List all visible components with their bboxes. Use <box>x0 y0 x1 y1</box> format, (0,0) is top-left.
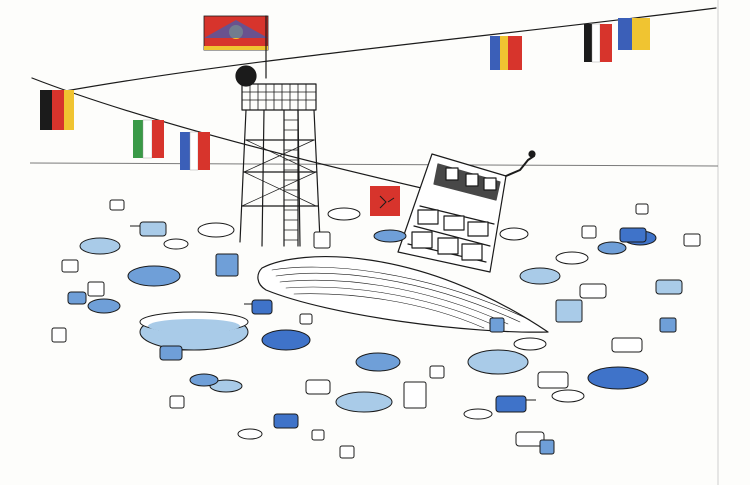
bowl-icon <box>197 222 235 238</box>
bowl-icon <box>551 389 585 403</box>
pot-icon <box>579 283 607 299</box>
bowl-icon <box>513 337 547 351</box>
bowl-icon <box>597 241 627 255</box>
pot-icon <box>611 337 643 353</box>
cup-icon <box>683 233 701 247</box>
pot-icon <box>515 431 545 447</box>
cup-icon <box>313 231 331 249</box>
cup-icon <box>215 253 239 277</box>
string-flag-icon <box>370 186 400 216</box>
bowl-icon <box>355 352 401 372</box>
cup-icon <box>51 327 67 343</box>
cup-icon <box>403 381 427 409</box>
bowl-icon <box>555 251 589 265</box>
cup-icon <box>489 317 505 333</box>
pot-icon <box>655 279 683 295</box>
string-flag-icon <box>618 18 650 50</box>
bowl-icon <box>519 267 561 285</box>
bowl-icon <box>463 408 493 420</box>
cup-icon <box>61 259 79 273</box>
bunting-string-upper <box>59 7 717 93</box>
cup-icon <box>339 445 355 459</box>
tibet-flag-icon <box>203 15 269 79</box>
bowl-icon <box>237 428 263 440</box>
bowl-icon <box>335 391 393 413</box>
string-flag-icon <box>490 36 522 70</box>
bowl-icon <box>163 238 189 250</box>
bowl-icon <box>139 311 249 351</box>
cup-icon <box>429 365 445 379</box>
cup-icon <box>539 439 555 455</box>
bowl-icon <box>127 265 181 287</box>
cup-icon <box>311 429 325 441</box>
pot-icon <box>537 371 569 389</box>
cup-icon <box>109 199 125 211</box>
pot-icon <box>67 291 87 305</box>
cup-icon <box>659 317 677 333</box>
string-flag-icon <box>40 90 74 130</box>
string-flag-icon <box>180 131 210 171</box>
bowl-icon <box>189 373 219 387</box>
pot-icon <box>273 413 299 429</box>
tower-icon <box>235 65 321 247</box>
cup-icon <box>87 281 105 297</box>
bowl-icon <box>209 379 243 393</box>
cup-icon <box>299 313 313 325</box>
bowl-icon <box>373 229 407 243</box>
cup-icon <box>555 299 583 323</box>
pot-icon <box>244 299 273 315</box>
bowl-icon <box>499 227 529 241</box>
horizon-line <box>29 162 719 167</box>
pot-icon <box>619 227 647 243</box>
pot-icon <box>159 345 192 361</box>
cup-icon <box>169 395 185 409</box>
cup-icon <box>581 225 597 239</box>
bowl-icon <box>79 237 121 255</box>
pot-icon <box>305 379 331 395</box>
string-flag-icon <box>133 119 164 159</box>
bowl-icon <box>467 349 529 375</box>
pot-icon <box>495 395 536 413</box>
string-flag-icon <box>584 23 612 63</box>
cup-icon <box>635 203 649 215</box>
pot-icon <box>130 221 167 237</box>
bowl-icon <box>261 329 311 351</box>
bowl-icon <box>587 366 649 390</box>
slot-machine-icon <box>397 150 536 273</box>
bowl-icon <box>87 298 121 314</box>
bowl-icon <box>327 207 361 221</box>
bunting-string-lower <box>31 77 431 191</box>
